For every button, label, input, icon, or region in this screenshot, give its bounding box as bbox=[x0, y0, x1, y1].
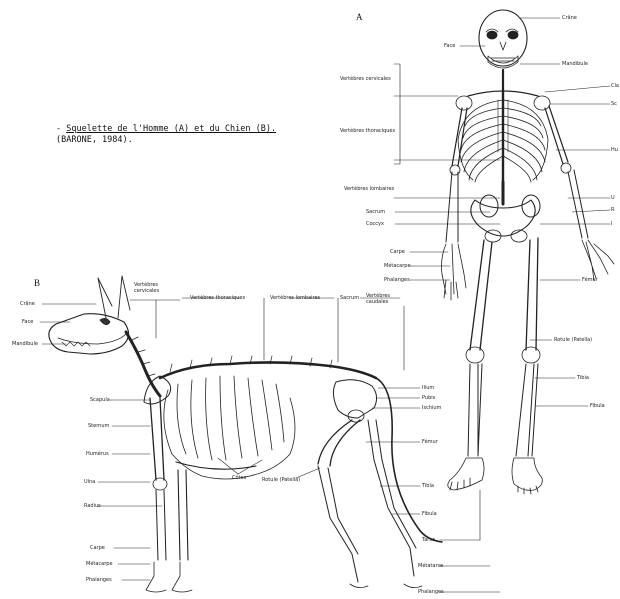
panel-b-letter: B bbox=[34, 278, 40, 288]
label-a-phalanges: Phalanges bbox=[384, 277, 410, 283]
label-b-mandibule: Mandibule bbox=[12, 341, 38, 347]
caption-source: (BARONE, 1984). bbox=[56, 135, 276, 146]
label-a-ulna: U bbox=[611, 195, 615, 201]
panel-a-letter: A bbox=[356, 12, 363, 22]
label-a-radius: R bbox=[611, 207, 614, 213]
label-a-vert-thoraciques: Vertèbres thoraciques bbox=[340, 128, 395, 134]
label-b-metacarpe: Métacarpe bbox=[86, 561, 113, 567]
label-a-crane: Crâne bbox=[562, 15, 577, 21]
label-a-fibula: Fibula bbox=[590, 403, 605, 409]
label-b-vert-caudales: Vertèbres caudales bbox=[366, 293, 400, 305]
label-a-ilium: I bbox=[611, 221, 612, 227]
label-a-phalanges-pied: Phalanges bbox=[418, 589, 444, 595]
label-b-sternum: Sternum bbox=[88, 423, 109, 429]
label-a-humerus: Hu bbox=[611, 147, 618, 153]
dog-skeleton bbox=[49, 276, 442, 592]
figure-caption: - Squelette de l'Homme (A) et du Chien (… bbox=[56, 124, 276, 146]
label-b-vert-cervicales: Vertèbres cervicales bbox=[134, 282, 170, 294]
label-b-ischium: Ischium bbox=[422, 405, 441, 411]
label-a-metatarse: Métatarse bbox=[418, 563, 443, 569]
label-a-scapula: Sc bbox=[611, 101, 617, 107]
label-a-carpe: Carpe bbox=[390, 249, 405, 255]
label-b-ulna: Ulna bbox=[84, 479, 95, 485]
label-a-sacrum: Sacrum bbox=[366, 209, 385, 215]
leader-lines-b bbox=[40, 298, 420, 580]
label-a-coccyx: Coccyx bbox=[366, 221, 384, 227]
label-b-sacrum: Sacrum bbox=[340, 295, 359, 301]
label-a-femur: Fémur bbox=[582, 277, 598, 283]
label-b-vert-lombaires: Vertèbres lombaires bbox=[270, 295, 320, 301]
label-b-rotule: Rotule (Patella) bbox=[262, 477, 300, 483]
human-skeleton bbox=[442, 10, 615, 494]
label-b-humerus: Humérus bbox=[86, 451, 109, 457]
label-a-clavicule: Cla bbox=[611, 83, 619, 89]
label-b-femur: Fémur bbox=[422, 439, 438, 445]
label-a-vert-lombaires: Vertèbres lombaires bbox=[344, 186, 394, 192]
label-b-phalanges: Phalanges bbox=[86, 577, 112, 583]
caption-title: Squelette de l'Homme (A) et du Chien (B)… bbox=[66, 124, 276, 134]
label-a-vert-cervicales: Vertèbres cervicales bbox=[340, 76, 391, 82]
label-a-metacarpe: Métacarpe bbox=[384, 263, 411, 269]
label-a-tarse: Tarse bbox=[422, 537, 435, 543]
label-b-cotes: Côtes bbox=[232, 475, 246, 481]
label-b-fibula: Fibula bbox=[422, 511, 437, 517]
label-b-face: Face bbox=[22, 319, 33, 325]
caption-prefix: - bbox=[56, 124, 66, 134]
label-a-mandibule: Mandibule bbox=[562, 61, 588, 67]
label-b-pubis: Pubis bbox=[422, 395, 435, 401]
label-b-radius: Radius bbox=[84, 503, 101, 509]
label-b-crane: Crâne bbox=[20, 301, 35, 307]
label-b-carpe: Carpe bbox=[90, 545, 105, 551]
label-a-rotule: Rotule (Patella) bbox=[554, 337, 592, 343]
label-a-face: Face bbox=[444, 43, 455, 49]
label-b-tibia: Tibia bbox=[422, 483, 434, 489]
label-b-scapula: Scapula bbox=[90, 397, 110, 403]
label-b-vert-thoraciques: Vertèbres thoraciques bbox=[190, 295, 245, 301]
label-a-tibia: Tibia bbox=[577, 375, 589, 381]
label-b-ilium: Ilium bbox=[422, 385, 434, 391]
